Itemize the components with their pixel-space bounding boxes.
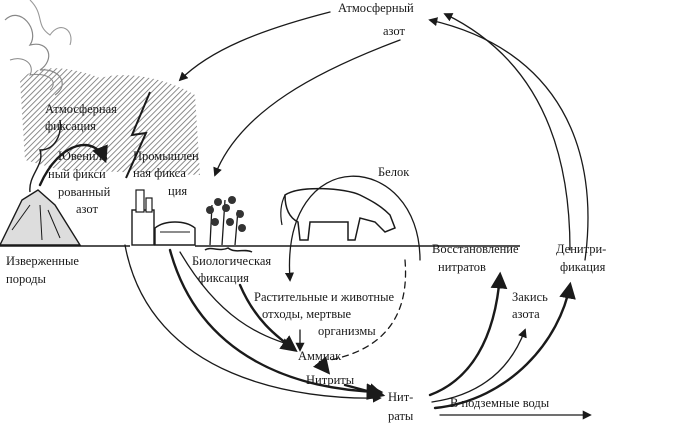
label-juvenile-3: рованный (58, 185, 111, 199)
label-industrial-1: Промышлен (133, 149, 199, 163)
label-atmospheric-fixation-2: фиксация (45, 119, 96, 133)
label-denitrification-1: Денитри- (556, 242, 606, 256)
label-biological-1: Биологическая (192, 254, 271, 268)
arrow-dashed-cycle (329, 259, 407, 361)
cow-icon (280, 187, 396, 241)
label-biological-2: фиксация (198, 271, 249, 285)
label-reduction-1: Восстановление (432, 242, 519, 256)
arrow-reduction-to-atmosphere (428, 17, 589, 261)
plant-icon (204, 196, 253, 253)
label-nitrates-2: раты (388, 409, 414, 423)
label-juvenile-1: Ювениль (58, 149, 108, 163)
arrow-nitrates-to-nitrous (431, 328, 527, 403)
arrow-protein-loop (284, 175, 421, 282)
label-ammonia: Аммиак (298, 349, 342, 363)
factory-icon (131, 189, 196, 246)
arrow-nitrates-to-reduction (428, 271, 508, 397)
label-waste-1: Растительные и животные (254, 290, 395, 304)
label-industrial-3: ция (168, 184, 187, 198)
lightning-icon (125, 91, 151, 179)
label-reduction-2: нитратов (438, 260, 486, 274)
arrow-atmosphere-to-industrial (213, 39, 401, 177)
arrow-igneous-to-nitrates (124, 244, 382, 403)
arrow-atmosphere-to-fixation (178, 11, 331, 82)
label-nitrous-1: Закись (512, 290, 548, 304)
label-atmospheric-nitrogen-2: азот (383, 24, 405, 38)
label-industrial-2: ная фикса (133, 166, 186, 180)
label-protein: Белок (378, 165, 410, 179)
arrow-atmospheric-fixation-down (179, 251, 292, 348)
label-igneous-2: породы (6, 272, 46, 286)
label-nitrates-1: Нит- (388, 390, 413, 404)
arrow-biological-to-nitrates (168, 248, 384, 401)
label-waste-3: организмы (318, 324, 376, 338)
label-nitrites: Нитриты (306, 373, 355, 387)
label-juvenile-2: ный фикси (48, 167, 106, 181)
arrow-nitrites-to-nitrates (343, 383, 386, 400)
label-nitrous-2: азота (512, 307, 540, 321)
arrow-waste-to-ammonia (238, 283, 298, 353)
label-atmospheric-fixation-1: Атмосферная (45, 102, 117, 116)
volcano-icon (0, 119, 82, 246)
storm-cloud (4, 0, 200, 175)
label-groundwater: В подземные воды (450, 396, 550, 410)
label-igneous-1: Изверженные (6, 254, 79, 268)
arrow-ammonia-to-nitrites (313, 356, 331, 375)
arrow-nitrates-to-denitrification (433, 281, 576, 410)
label-juvenile-4: азот (76, 202, 98, 216)
juvenile-arrow (38, 143, 108, 187)
arrow-denitrification-to-atmosphere (443, 13, 571, 251)
label-denitrification-2: фикация (560, 260, 606, 274)
label-waste-2: отходы, мертвые (262, 307, 352, 321)
label-atmospheric-nitrogen-1: Атмосферный (338, 1, 414, 15)
